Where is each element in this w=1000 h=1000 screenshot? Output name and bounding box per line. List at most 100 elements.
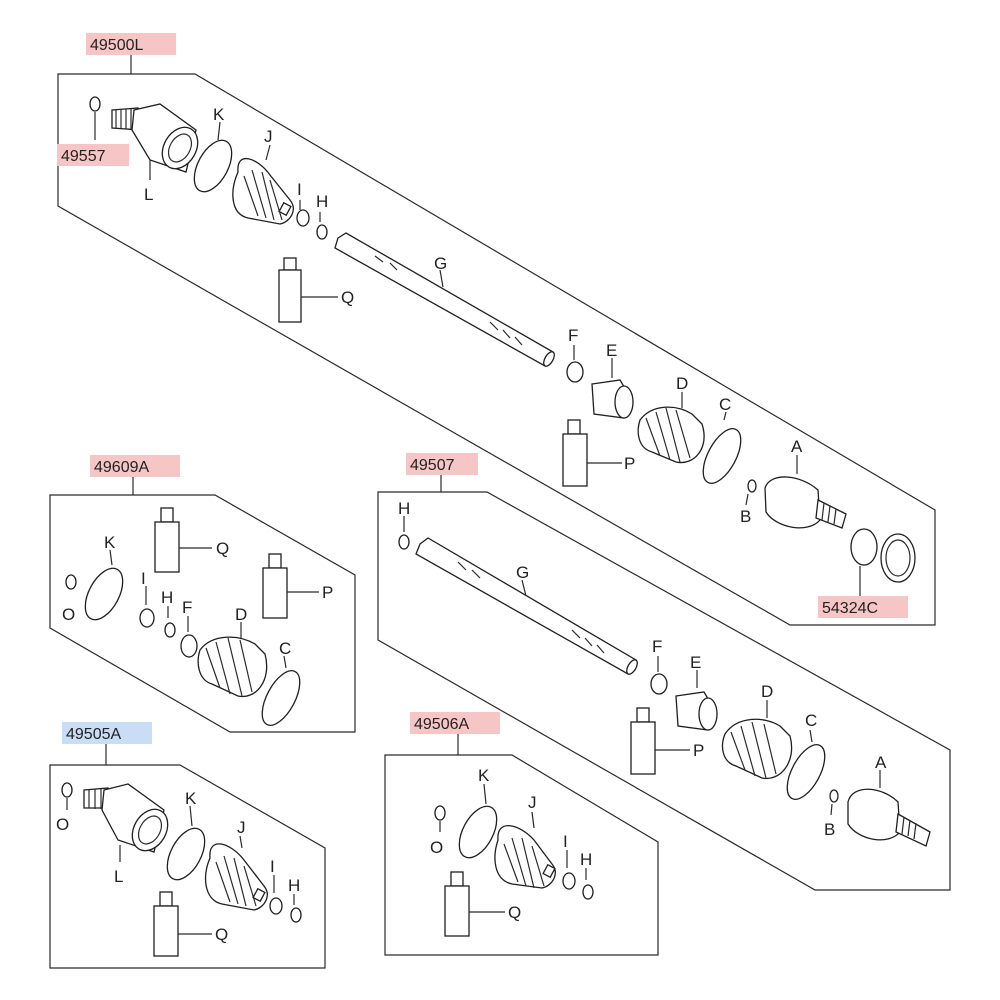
circlip-I [269, 897, 283, 915]
main-assembly-group: 49500L 49557 L K J [57, 33, 936, 626]
label-P: P [624, 454, 635, 473]
grease-tube-Q [153, 891, 179, 957]
part-number-54324C-highlight [818, 596, 908, 618]
label-P: P [322, 583, 333, 602]
label-H: H [288, 876, 300, 895]
kit-49609A-group: 49609A O K I H F Q P D [49, 455, 356, 733]
label-O: O [62, 605, 75, 624]
part-number-49505A-highlight [62, 722, 152, 744]
label-H: H [316, 192, 328, 211]
label-I: I [141, 569, 146, 588]
grease-tube-P [562, 419, 588, 487]
kit-49506A-frame [384, 754, 659, 956]
outer-cv-joint-A [847, 788, 931, 847]
label-H: H [580, 850, 592, 869]
boot-clamp-C [786, 744, 826, 800]
ring-H [164, 622, 176, 638]
boot-D [637, 406, 705, 464]
part-number-49500L[interactable]: 49500L [90, 37, 143, 54]
label-A: A [791, 437, 803, 456]
ring-H [582, 884, 594, 900]
circlip-I [139, 608, 155, 628]
main-assembly-frame [57, 73, 936, 626]
label-Q: Q [215, 925, 228, 944]
label-F: F [568, 326, 578, 345]
label-J: J [264, 127, 273, 146]
label-F: F [652, 637, 662, 656]
part-number-49609A-highlight [90, 455, 180, 477]
label-K: K [478, 766, 490, 785]
label-K: K [213, 105, 225, 124]
label-L: L [114, 867, 123, 886]
grease-tube-Q [154, 507, 180, 573]
label-Q: Q [341, 288, 354, 307]
snap-ring-49557 [89, 96, 101, 112]
inner-cv-joint-L [111, 103, 199, 173]
boot-clamp-K [84, 567, 124, 621]
boot-clamp-K [458, 805, 498, 859]
ring-H [290, 907, 302, 923]
label-O: O [56, 815, 69, 834]
label-B: B [824, 820, 835, 839]
part-number-49507[interactable]: 49507 [410, 457, 455, 474]
kit-49609A-frame [49, 494, 356, 733]
label-C: C [719, 395, 731, 414]
snap-ring-O [65, 574, 77, 590]
kit-49507-frame [377, 491, 951, 891]
ring-B [747, 479, 757, 493]
label-L: L [144, 185, 153, 204]
part-number-49500L-highlight [86, 33, 176, 55]
seal-ring [850, 528, 878, 566]
label-A: A [875, 753, 887, 772]
boot-J [232, 157, 294, 225]
inner-cv-joint-L [83, 783, 169, 853]
label-D: D [761, 682, 773, 701]
boot-D [197, 636, 268, 698]
ring-B [829, 789, 839, 803]
label-C: C [279, 639, 291, 658]
grease-tube-P [262, 553, 288, 619]
label-P: P [693, 741, 704, 760]
label-H: H [398, 499, 410, 518]
shaft-G [334, 232, 555, 367]
kit-49506A-group: 49506A O K J I H Q [384, 712, 659, 956]
label-I: I [270, 857, 275, 876]
shaft-G [415, 537, 638, 675]
label-J: J [528, 793, 537, 812]
boot-J [494, 825, 556, 889]
label-Q: Q [216, 539, 229, 558]
grease-tube-P [630, 707, 656, 775]
part-number-54324C[interactable]: 54324C [822, 600, 878, 617]
snap-ring-O [434, 805, 446, 821]
part-number-49557-highlight [57, 144, 129, 166]
circlip-I [296, 209, 310, 227]
label-C: C [805, 711, 817, 730]
grease-tube-Q [444, 871, 470, 937]
label-F: F [182, 598, 192, 617]
boot-clamp-F [566, 361, 584, 383]
part-number-49507-highlight [406, 453, 478, 475]
kit-49505A-group: 49505A O L K J I H [49, 722, 326, 969]
damper-E [591, 379, 634, 419]
label-G: G [434, 254, 447, 273]
label-E: E [606, 341, 617, 360]
label-J: J [237, 818, 246, 837]
kit-49507-group: 49507 H G F E P [377, 453, 951, 891]
label-G: G [516, 563, 529, 582]
boot-clamp-K [193, 139, 233, 193]
part-number-49506A[interactable]: 49506A [414, 716, 469, 733]
circlip-I [562, 872, 576, 890]
part-number-49609A[interactable]: 49609A [94, 459, 149, 476]
kit-49505A-frame [49, 764, 326, 969]
boot-clamp-F [650, 673, 668, 695]
outer-cv-joint-A [764, 476, 847, 529]
label-I: I [297, 180, 302, 199]
label-I: I [563, 832, 568, 851]
boot-clamp-C [702, 428, 742, 484]
part-number-49557[interactable]: 49557 [61, 148, 106, 165]
part-number-49506A-highlight [410, 712, 500, 734]
part-number-49505A[interactable]: 49505A [66, 726, 121, 743]
boot-clamp-C [261, 670, 301, 726]
label-D: D [235, 605, 247, 624]
